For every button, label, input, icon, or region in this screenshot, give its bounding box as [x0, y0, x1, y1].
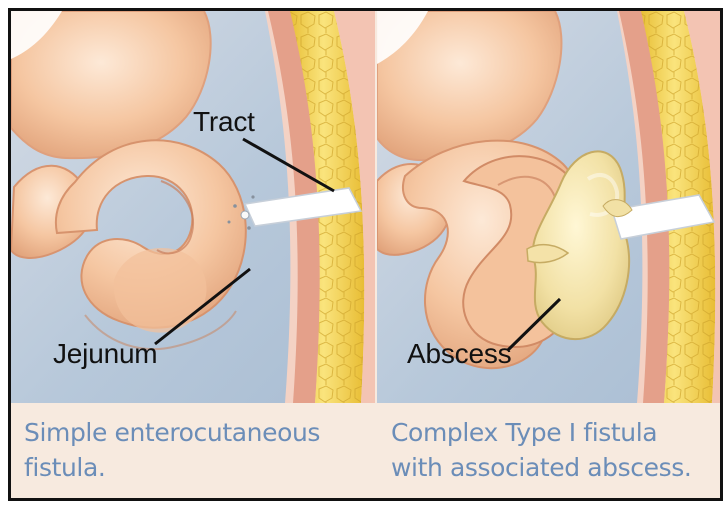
complex-fistula-caption: Complex Type I fistula with associated a… — [391, 415, 716, 485]
simple-caption-line-2: fistula. — [24, 450, 354, 485]
tract-dot-3 — [251, 195, 254, 198]
complex-caption-line-1: Complex Type I fistula — [391, 415, 716, 450]
complex-fistula-panel: Abscess Complex Type I fistula with asso… — [377, 11, 723, 498]
tract-dot-1 — [233, 204, 237, 208]
jejunum-label: Jejunum — [53, 340, 157, 368]
complex-caption-line-2: with associated abscess. — [391, 450, 716, 485]
simple-fistula-caption: Simple enterocutaneous fistula. — [24, 415, 354, 485]
anatomical-figure: Tract Jejunum Simple enterocutaneous fis… — [8, 8, 723, 501]
simple-caption-line-1: Simple enterocutaneous — [24, 415, 354, 450]
simple-fistula-panel: Tract Jejunum Simple enterocutaneous fis… — [11, 11, 377, 498]
jejunum-shadow-fold — [114, 248, 207, 333]
tract-dot-4 — [228, 221, 231, 224]
tract-dot-2 — [247, 226, 251, 230]
abscess-label: Abscess — [407, 340, 511, 368]
tract-label: Tract — [193, 108, 255, 136]
tract-opening-dot — [241, 211, 249, 219]
